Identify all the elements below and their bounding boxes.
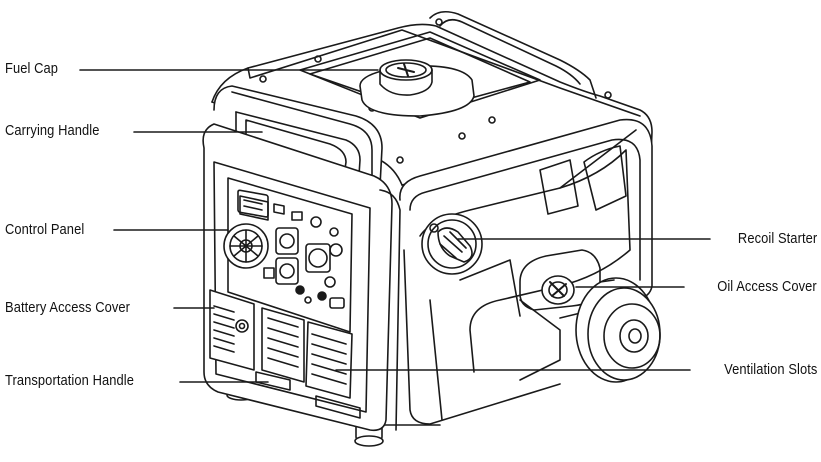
control-panel: [223, 177, 353, 333]
oil-access-cover: [519, 249, 601, 381]
wheel: [575, 277, 661, 383]
carrying-handle: [213, 85, 383, 191]
label-ventilation-slots: Ventilation Slots: [723, 361, 817, 378]
label-battery-access-cover: Battery Access Cover: [5, 299, 131, 316]
transportation-handle: [255, 371, 361, 419]
label-fuel-cap: Fuel Cap: [5, 60, 59, 77]
battery-access-cover: [209, 289, 255, 371]
label-recoil-starter: Recoil Starter: [737, 230, 817, 247]
label-control-panel: Control Panel: [5, 221, 85, 238]
leader-lines: [79, 69, 711, 383]
label-oil-access-cover: Oil Access Cover: [717, 278, 817, 295]
fuel-cap: [359, 59, 475, 117]
front-ventilation-slots: [261, 307, 353, 399]
label-transportation-handle: Transportation Handle: [5, 372, 134, 389]
label-carrying-handle: Carrying Handle: [5, 122, 100, 139]
